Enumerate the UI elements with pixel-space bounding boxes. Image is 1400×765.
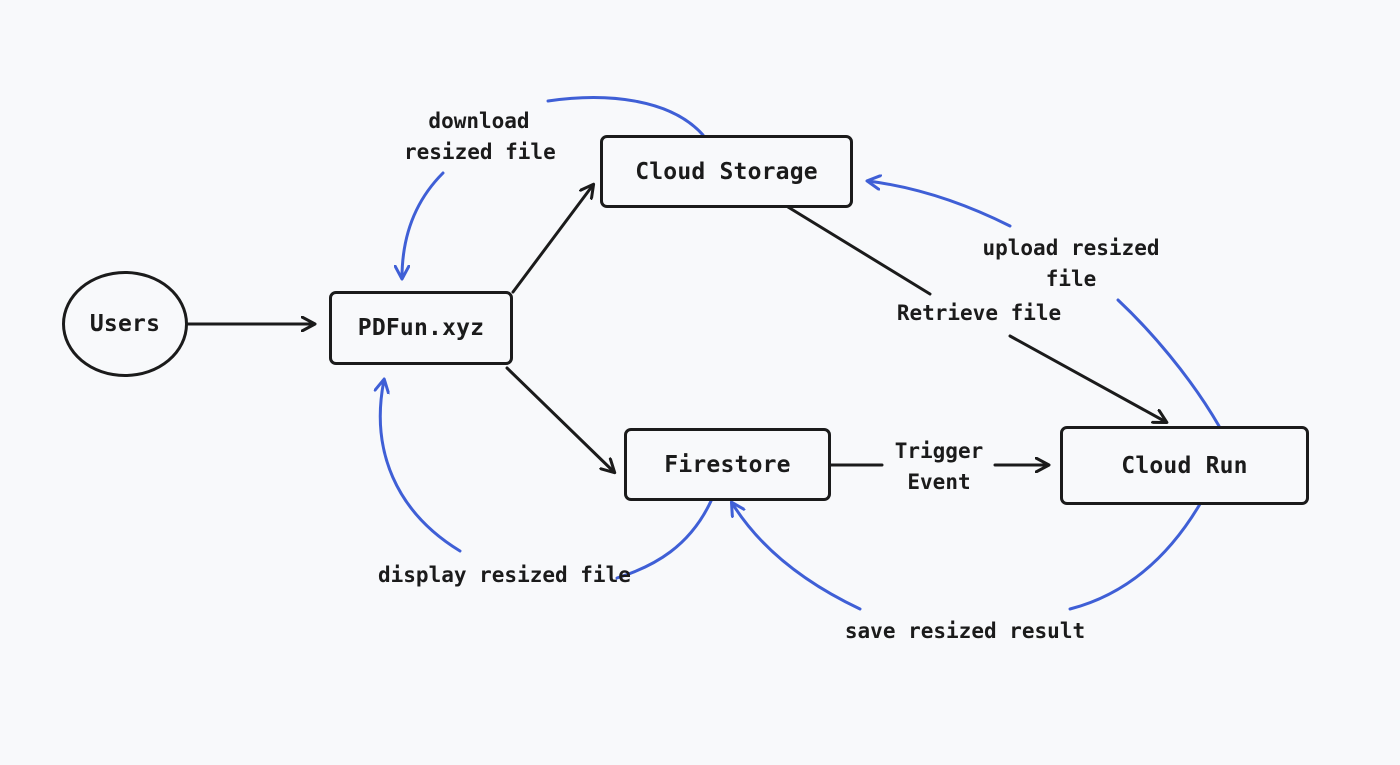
label-display-line: display resized file bbox=[378, 563, 631, 587]
curve-save-label-to-firestore bbox=[732, 503, 862, 611]
curve-cloud-storage-to-download-label bbox=[546, 96, 705, 137]
node-users: Users bbox=[62, 271, 188, 377]
label-download-resized-file: download resized file bbox=[404, 106, 556, 168]
label-save-resized-result: save resized result bbox=[842, 616, 1088, 647]
curve-firestore-to-display-label bbox=[615, 499, 713, 580]
label-trigger-line-1: Trigger bbox=[894, 439, 984, 463]
label-download-line-1: download bbox=[428, 109, 530, 133]
label-upload-line-1: upload resized bbox=[982, 236, 1160, 260]
curve-display-label-to-pdfun bbox=[380, 380, 462, 553]
label-trigger-event: Trigger Event bbox=[884, 436, 994, 498]
arrow-retrieve-to-cloud-run bbox=[1008, 334, 1166, 422]
curve-upload-label-to-cloud-storage bbox=[868, 181, 1012, 228]
label-download-line-2: resized file bbox=[404, 140, 556, 164]
label-save-line: save resized result bbox=[844, 619, 1086, 643]
curve-cloud-run-to-upload-label bbox=[1116, 298, 1221, 428]
curve-download-label-to-pdfun bbox=[402, 171, 445, 278]
node-cloud-run: Cloud Run bbox=[1060, 426, 1309, 505]
label-upload-resized-file: upload resized file bbox=[976, 233, 1166, 295]
arrow-pdfun-to-cloud-storage bbox=[511, 185, 593, 294]
label-trigger-line-2: Event bbox=[907, 470, 971, 494]
label-display-resized-file: display resized file bbox=[378, 560, 631, 591]
node-pdfun: PDFun.xyz bbox=[329, 291, 513, 365]
label-upload-line-2: file bbox=[1045, 267, 1097, 291]
arrow-pdfun-to-firestore bbox=[505, 366, 614, 472]
label-retrieve-file: Retrieve file bbox=[896, 298, 1062, 329]
arrow-cloud-storage-to-retrieve bbox=[786, 205, 932, 296]
node-cloud-storage: Cloud Storage bbox=[600, 135, 853, 208]
label-retrieve-line: Retrieve file bbox=[896, 301, 1062, 325]
curve-cloud-run-to-save-label bbox=[1068, 502, 1202, 611]
node-firestore: Firestore bbox=[624, 428, 831, 501]
